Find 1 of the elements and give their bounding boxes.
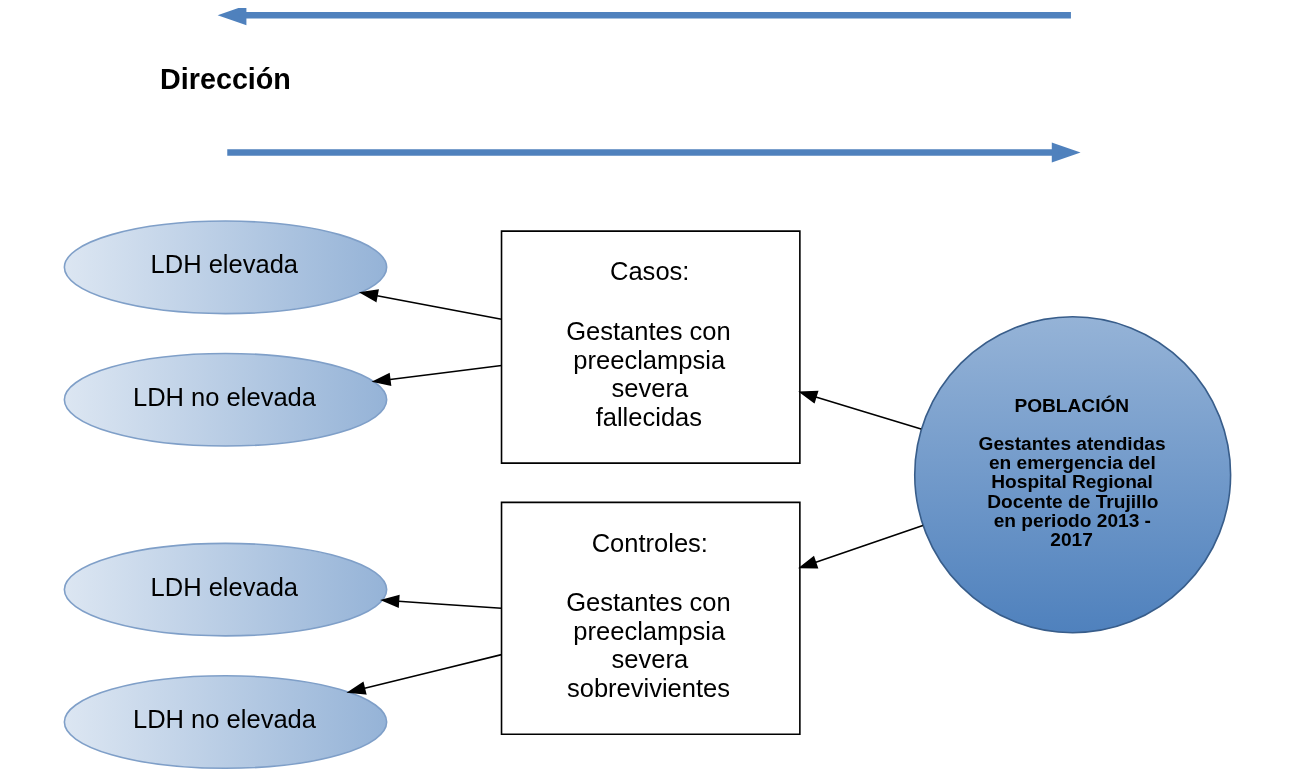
label: Dirección [159,63,291,96]
